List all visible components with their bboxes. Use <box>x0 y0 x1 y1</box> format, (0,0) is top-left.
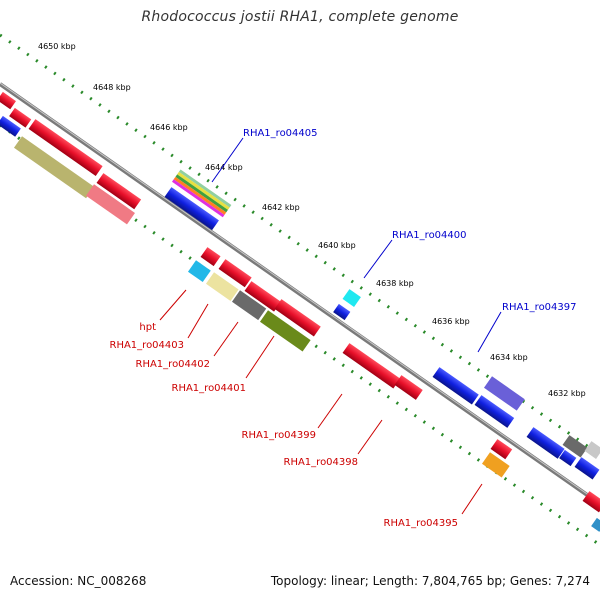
gene-arrow[interactable] <box>175 174 228 213</box>
gene-arrow[interactable] <box>13 136 95 199</box>
tick-label: 4644 kbp <box>205 163 243 172</box>
gene-arrow[interactable] <box>526 427 565 459</box>
feature-label[interactable]: RHA1_ro04399 <box>242 430 317 441</box>
gene-arrow[interactable] <box>342 289 361 307</box>
gene-arrow[interactable] <box>481 452 510 478</box>
gene-arrow[interactable] <box>218 259 252 288</box>
gene-arrow[interactable] <box>274 299 321 337</box>
gene-arrow[interactable] <box>177 171 230 210</box>
gene-arrow[interactable] <box>432 367 479 405</box>
gene-arrow[interactable] <box>483 376 525 411</box>
gene-arrow[interactable] <box>582 491 600 513</box>
tick-label: 4640 kbp <box>318 241 356 250</box>
tick-label: 4648 kbp <box>93 83 131 92</box>
gene-arrow[interactable] <box>231 290 267 321</box>
gene-arrow[interactable] <box>9 107 32 128</box>
tick-label: 4642 kbp <box>262 203 300 212</box>
tick-label: 4634 kbp <box>490 353 528 362</box>
genome-backbone-highlight <box>0 82 600 504</box>
gene-arrow[interactable] <box>28 119 103 176</box>
feature-label[interactable]: RHA1_ro04400 <box>392 230 467 241</box>
gene-arrow[interactable] <box>490 439 513 460</box>
gene-arrow[interactable] <box>244 281 281 312</box>
gene-arrow[interactable] <box>178 169 232 208</box>
gene-arrow[interactable] <box>205 272 239 301</box>
label-leader-lines <box>159 137 502 515</box>
gene-arrow[interactable] <box>591 517 600 532</box>
gene-arrow[interactable] <box>96 173 142 210</box>
feature-label[interactable]: hpt <box>139 322 156 333</box>
gene-arrow[interactable] <box>333 303 351 321</box>
feature-label[interactable]: RHA1_ro04402 <box>136 359 211 370</box>
scale-tick-labels: 4650 kbp 4648 kbp 4646 kbp 4644 kbp 4642… <box>38 42 586 398</box>
gene-arrow[interactable] <box>394 375 423 400</box>
feature-label[interactable]: RHA1_ro04401 <box>172 383 247 394</box>
tick-label: 4638 kbp <box>376 279 414 288</box>
feature-label[interactable]: RHA1_ro04398 <box>284 457 359 468</box>
gene-arrow[interactable] <box>164 187 219 231</box>
tick-label: 4632 kbp <box>548 389 586 398</box>
scale-line-upper <box>0 33 600 457</box>
gene-arrow[interactable] <box>584 441 600 459</box>
gene-arrow[interactable] <box>0 91 16 110</box>
feature-label[interactable]: RHA1_ro04395 <box>384 518 459 529</box>
topology-text: Topology: linear; Length: 7,804,765 bp; … <box>270 574 590 588</box>
feature-labels: RHA1_ro04405 RHA1_ro04400 RHA1_ro04397 h… <box>110 128 577 529</box>
gene-arrow[interactable] <box>85 184 135 225</box>
gene-arrow[interactable] <box>574 457 600 480</box>
gene-arrow[interactable] <box>200 247 221 267</box>
map-title: Rhodococcus jostii RHA1, complete genome <box>141 9 459 25</box>
genome-backbone <box>0 82 600 506</box>
gene-arrow[interactable] <box>173 176 227 215</box>
gene-arrow[interactable] <box>259 310 311 352</box>
accession-text: Accession: NC_008268 <box>10 574 147 588</box>
gene-features <box>0 91 600 532</box>
gene-arrow[interactable] <box>187 260 211 283</box>
gene-arrow[interactable] <box>474 395 515 428</box>
tick-label: 4650 kbp <box>38 42 76 51</box>
gene-arrow[interactable] <box>342 343 401 389</box>
feature-label[interactable]: RHA1_ro04397 <box>502 302 577 313</box>
feature-label[interactable]: RHA1_ro04403 <box>110 340 185 351</box>
gene-arrow[interactable] <box>559 449 577 467</box>
gene-arrow[interactable] <box>0 115 21 137</box>
feature-label[interactable]: RHA1_ro04405 <box>243 128 318 139</box>
gene-arrow[interactable] <box>171 179 225 218</box>
tick-label: 4636 kbp <box>432 317 470 326</box>
tick-label: 4646 kbp <box>150 123 188 132</box>
gene-arrow[interactable] <box>562 435 588 458</box>
